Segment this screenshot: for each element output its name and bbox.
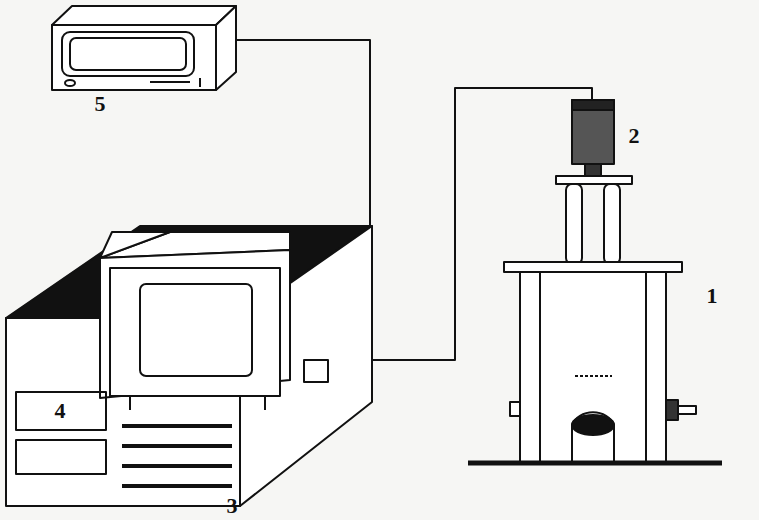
- callout-number: 3: [227, 495, 238, 517]
- callout-number: 4: [55, 400, 66, 422]
- callout-number: 2: [629, 125, 640, 147]
- callout-number: 5: [95, 93, 106, 115]
- video-camera: [556, 100, 632, 184]
- drive-slot: [16, 392, 106, 430]
- drive-slot: [16, 440, 106, 474]
- measurement-cell: [468, 184, 722, 463]
- video-monitor: [52, 6, 236, 90]
- callout-number: 1: [707, 285, 718, 307]
- computer: [6, 226, 372, 506]
